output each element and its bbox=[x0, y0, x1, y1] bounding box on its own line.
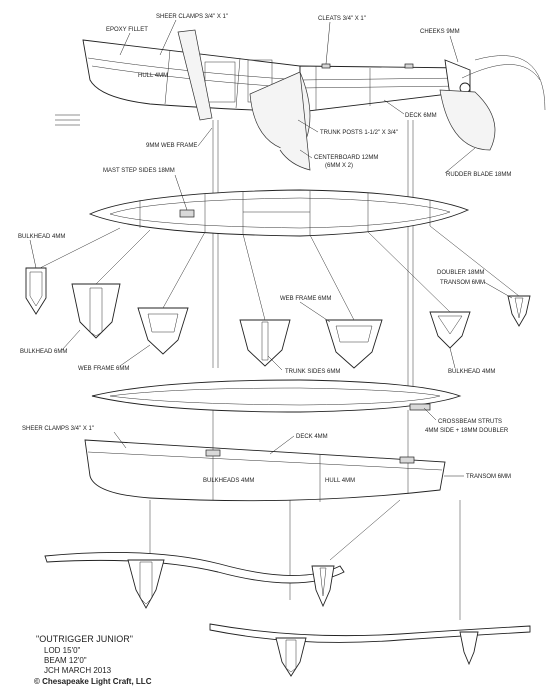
label-bulkheads-4: BULKHEADS 4MM bbox=[203, 478, 254, 484]
construction-lines bbox=[149, 120, 461, 620]
label-crossbeam-1: CROSSBEAM STRUTS bbox=[438, 419, 502, 425]
label-cleats: CLEATS 3/4" X 1" bbox=[318, 16, 366, 22]
label-web-frame-6-left: WEB FRAME 6MM bbox=[78, 366, 129, 372]
mast-and-sail bbox=[177, 29, 311, 171]
label-rudder-blade: RUDDER BLADE 18MM bbox=[446, 172, 511, 178]
label-transom-6-ama: TRANSOM 6MM bbox=[466, 474, 511, 480]
label-sheer-clamps-top: SHEER CLAMPS 3/4" X 1" bbox=[156, 14, 228, 20]
label-doubler: DOUBLER 18MM bbox=[437, 270, 484, 276]
label-bulkhead-6: BULKHEAD 6MM bbox=[20, 349, 67, 355]
projection-lines bbox=[39, 225, 520, 321]
label-bulkhead-4-right: BULKHEAD 4MM bbox=[448, 369, 495, 375]
label-sheer-clamps-ama: SHEER CLAMPS 3/4" X 1" bbox=[22, 426, 94, 432]
label-crossbeam-2: 4MM SIDE + 18MM DOUBLER bbox=[425, 428, 509, 434]
label-hull-top: HULL 4MM bbox=[138, 73, 168, 79]
assembled-front-view bbox=[44, 551, 345, 609]
beam: BEAM 12'0" bbox=[44, 656, 87, 665]
label-centerboard-2: (6MM X 2) bbox=[325, 163, 353, 169]
label-epoxy-fillet: EPOXY FILLET bbox=[106, 27, 148, 33]
label-deck-4: DECK 4MM bbox=[296, 434, 328, 440]
label-web-frame-6-center: WEB FRAME 6MM bbox=[280, 296, 331, 302]
copyright: © Chesapeake Light Craft, LLC bbox=[34, 677, 152, 686]
label-bulkhead-4-left: BULKHEAD 4MM bbox=[18, 234, 65, 240]
title: "OUTRIGGER JUNIOR" bbox=[36, 634, 133, 644]
assembled-rear-view bbox=[209, 623, 531, 677]
ama-plan: CROSSBEAM STRUTS 4MM SIDE + 18MM DOUBLER bbox=[91, 379, 509, 434]
label-deck-top: DECK 6MM bbox=[405, 113, 437, 119]
title-block: "OUTRIGGER JUNIOR" LOD 15'0" BEAM 12'0" … bbox=[34, 634, 152, 686]
label-centerboard-1: CENTERBOARD 12MM bbox=[314, 155, 378, 161]
main-hull-plan: MAST STEP SIDES 18MM bbox=[88, 168, 470, 237]
designer-date: JCH MARCH 2013 bbox=[44, 666, 112, 675]
profile-labels: EPOXY FILLET SHEER CLAMPS 3/4" X 1" CLEA… bbox=[106, 14, 511, 178]
lod: LOD 15'0" bbox=[44, 646, 81, 655]
label-trunk-posts: TRUNK POSTS 1-1/2" X 3/4" bbox=[320, 130, 398, 136]
label-web-frame-9: 9MM WEB FRAME bbox=[146, 143, 197, 149]
ama-profile: SHEER CLAMPS 3/4" X 1" DECK 4MM BULKHEAD… bbox=[22, 426, 511, 502]
label-trunk-sides: TRUNK SIDES 6MM bbox=[285, 369, 340, 375]
label-mast-step-sides: MAST STEP SIDES 18MM bbox=[103, 168, 175, 174]
rudder bbox=[439, 55, 546, 151]
label-transom-6-right: TRANSOM 6MM bbox=[440, 280, 485, 286]
label-cheeks: CHEEKS 9MM bbox=[420, 29, 460, 35]
dimension-marks bbox=[55, 114, 80, 126]
frame-sections: BULKHEAD 4MM BULKHEAD 6MM WEB FRAME 6MM … bbox=[18, 234, 531, 375]
label-hull-4-ama: HULL 4MM bbox=[325, 478, 355, 484]
